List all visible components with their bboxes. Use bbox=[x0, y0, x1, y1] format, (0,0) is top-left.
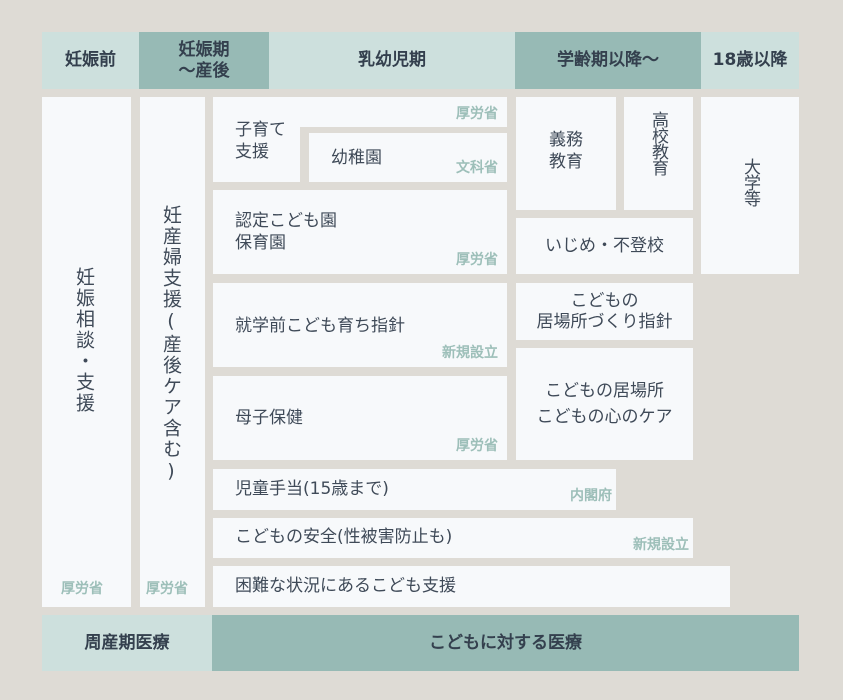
university-label: 大学等 bbox=[740, 158, 760, 206]
agency-tag: 新規設立 bbox=[633, 537, 689, 553]
agency-tag: 新規設立 bbox=[442, 345, 498, 361]
bullying-label: いじめ・不登校 bbox=[545, 236, 664, 256]
bullying-truancy: いじめ・不登校 bbox=[516, 218, 693, 274]
child-allowance-label: 児童手当(15歳まで) bbox=[235, 479, 389, 499]
stage-label: 18歳以降 bbox=[712, 50, 788, 70]
compulsory-education: 義務 教育 bbox=[516, 97, 616, 210]
preschool-guideline-label: 就学前こども育ち指針 bbox=[235, 316, 405, 336]
stage-pre-pregnancy: 妊娠前 bbox=[42, 32, 139, 89]
childcare-support-label: 子育て 支援 bbox=[235, 120, 286, 162]
agency-tag: 厚労省 bbox=[456, 438, 498, 454]
university: 大学等 bbox=[701, 97, 799, 274]
agency-tag: 文科省 bbox=[456, 160, 498, 176]
nursery-label: 認定こども園 保育園 bbox=[235, 211, 337, 253]
agency-tag: 厚労省 bbox=[61, 581, 103, 597]
stage-label: 学齢期以降～ bbox=[557, 50, 659, 70]
difficult-situation-label: 困難な状況にあるこども支援 bbox=[235, 576, 456, 596]
pregnancy-consult-label: 妊娠相談・支援 bbox=[73, 267, 95, 414]
agency-tag: 厚労省 bbox=[456, 252, 498, 268]
kindergarten-label: 幼稚園 bbox=[331, 148, 382, 168]
child-place-line2: こどもの心のケア bbox=[536, 407, 673, 427]
maternal-health-label: 母子保健 bbox=[235, 408, 303, 428]
child-allowance: 児童手当(15歳まで) 内閣府 bbox=[213, 469, 616, 510]
preschool-guideline: 就学前こども育ち指針 新規設立 bbox=[213, 283, 507, 367]
stage-label: 妊娠前 bbox=[65, 50, 116, 70]
maternal-health: 母子保健 厚労省 bbox=[213, 376, 507, 460]
agency-tag: 内閣府 bbox=[570, 488, 612, 504]
agency-tag: 厚労省 bbox=[456, 106, 498, 122]
child-safety: こどもの安全(性被害防止も) 新規設立 bbox=[213, 518, 693, 558]
stage-pregnancy-postpartum: 妊娠期 ～産後 bbox=[139, 32, 269, 89]
child-medical-label: こどもに対する医療 bbox=[429, 632, 582, 653]
nursery: 認定こども園 保育園 厚労省 bbox=[213, 190, 507, 274]
stage-school-age: 学齢期以降～ bbox=[515, 32, 701, 89]
child-place-line1: こどもの居場所 bbox=[545, 381, 664, 401]
place-guideline-line2: 居場所づくり指針 bbox=[536, 311, 673, 332]
compulsory-education-line2: 教育 bbox=[549, 151, 583, 172]
childcare-support: 子育て 支援 bbox=[213, 97, 300, 182]
maternal-support-column: 妊産婦支援(産後ケア含む) 厚労省 bbox=[140, 97, 205, 607]
stage-infancy: 乳幼児期 bbox=[269, 32, 515, 89]
high-school-education: 高校教育 bbox=[624, 97, 693, 210]
child-safety-label: こどもの安全(性被害防止も) bbox=[235, 527, 453, 547]
compulsory-education-line1: 義務 bbox=[549, 129, 583, 150]
stage-label-line1: 妊娠期 bbox=[178, 39, 230, 60]
perinatal-label: 周産期医療 bbox=[84, 632, 170, 653]
stage-label: 乳幼児期 bbox=[358, 50, 426, 70]
stage-18-plus: 18歳以降 bbox=[701, 32, 799, 89]
child-place-mental-care: こどもの居場所 こどもの心のケア bbox=[516, 348, 693, 460]
place-guideline: こどもの 居場所づくり指針 bbox=[516, 283, 693, 340]
maternal-support-label: 妊産婦支援(産後ケア含む) bbox=[160, 205, 182, 484]
kindergarten: 幼稚園 文科省 bbox=[309, 133, 507, 182]
stage-label-line2: ～産後 bbox=[178, 60, 230, 81]
difficult-situation: 困難な状況にあるこども支援 bbox=[213, 566, 730, 607]
perinatal-medical: 周産期医療 bbox=[42, 615, 212, 671]
high-school-label: 高校教育 bbox=[648, 111, 668, 175]
pregnancy-consult-column: 妊娠相談・支援 厚労省 bbox=[42, 97, 131, 607]
child-medical: こどもに対する医療 bbox=[212, 615, 799, 671]
agency-tag: 厚労省 bbox=[146, 581, 188, 597]
place-guideline-line1: こどもの bbox=[570, 290, 639, 311]
